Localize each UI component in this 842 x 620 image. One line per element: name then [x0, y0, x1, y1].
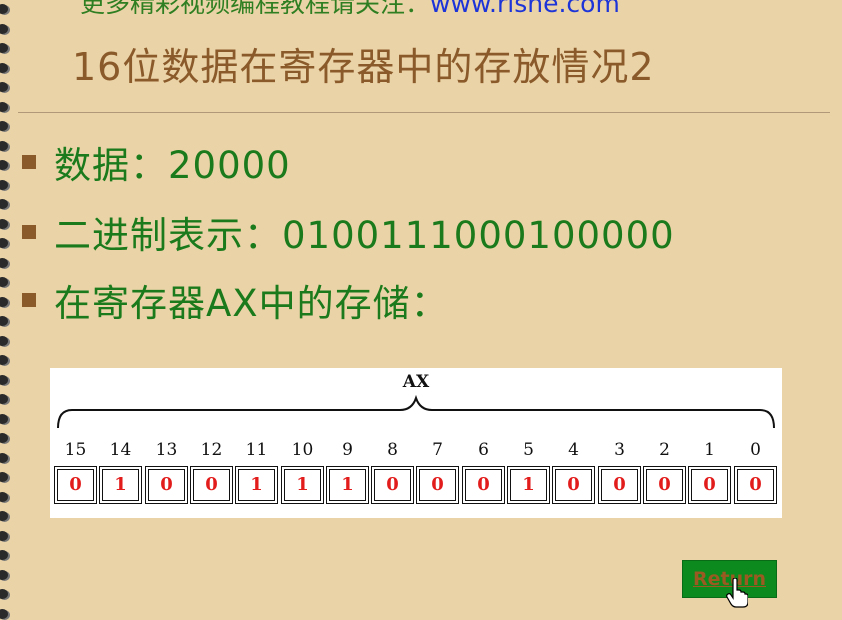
title-divider	[18, 112, 830, 113]
binding-ring	[0, 238, 8, 248]
binding-ring	[0, 570, 8, 580]
banner-text: 更多精彩视频编程教程请关注：	[80, 0, 430, 14]
bit-cell: 0	[145, 466, 188, 504]
bit-index-label: 12	[200, 440, 223, 460]
register-name: AX	[402, 372, 430, 392]
binding-ring	[0, 492, 8, 502]
bullet-item: 在寄存器AX中的存储：	[22, 275, 449, 325]
square-bullet-icon	[22, 293, 36, 307]
binding-ring	[0, 141, 8, 151]
bit-cell: 1	[507, 466, 550, 504]
binding-ring	[0, 277, 8, 287]
bit-index-label: 0	[750, 440, 761, 460]
binding-ring	[0, 472, 8, 482]
bit-cell: 0	[734, 466, 777, 504]
bit-index-label: 5	[523, 440, 534, 460]
bit-index-label: 7	[432, 440, 443, 460]
binding-ring	[0, 336, 8, 346]
binding-ring	[0, 531, 8, 541]
bit-index-label: 9	[342, 440, 353, 460]
bit-index-label: 15	[64, 440, 87, 460]
bullet-text: 二进制表示：0100111000100000	[54, 214, 675, 257]
bullet-text: 数据：20000	[54, 144, 291, 187]
square-bullet-icon	[22, 225, 36, 239]
binding-ring	[0, 550, 8, 560]
spiral-binding	[0, 0, 14, 620]
bit-cell: 0	[54, 466, 97, 504]
banner-url[interactable]: www.rishe.com	[430, 0, 620, 14]
bullet-text: 在寄存器AX中的存储：	[54, 282, 449, 325]
bit-cell: 1	[235, 466, 278, 504]
bit-index-label: 2	[659, 440, 670, 460]
bit-cell: 0	[416, 466, 459, 504]
bit-index-label: 14	[109, 440, 132, 460]
bit-index-label: 11	[245, 440, 268, 460]
binding-ring	[0, 297, 8, 307]
binding-ring	[0, 43, 8, 53]
binding-ring	[0, 199, 8, 209]
hand-pointer-icon	[726, 578, 748, 608]
binding-ring	[0, 394, 8, 404]
slide-title: 16位数据在寄存器中的存放情况2	[72, 45, 655, 89]
bullet-item: 数据：20000	[22, 137, 291, 187]
binding-ring	[0, 453, 8, 463]
bit-cell: 1	[99, 466, 142, 504]
bit-index-label: 10	[291, 440, 314, 460]
binding-ring	[0, 589, 8, 599]
binding-ring	[0, 258, 8, 268]
binding-ring	[0, 433, 8, 443]
binding-ring	[0, 82, 8, 92]
bullet-item: 二进制表示：0100111000100000	[22, 207, 675, 257]
bit-index-label: 4	[568, 440, 579, 460]
bit-cell: 0	[552, 466, 595, 504]
binding-ring	[0, 121, 8, 131]
bit-cell: 0	[643, 466, 686, 504]
binding-ring	[0, 355, 8, 365]
binding-ring	[0, 375, 8, 385]
bit-cell: 0	[688, 466, 731, 504]
bit-cell: 1	[281, 466, 324, 504]
binding-ring	[0, 63, 8, 73]
binding-ring	[0, 180, 8, 190]
binding-ring	[0, 511, 8, 521]
bit-index-label: 3	[614, 440, 625, 460]
return-button[interactable]: Return	[682, 560, 777, 598]
bit-index-label: 8	[387, 440, 398, 460]
bit-cell: 1	[326, 466, 369, 504]
binding-ring	[0, 102, 8, 112]
binding-ring	[0, 24, 8, 34]
binding-ring	[0, 219, 8, 229]
binding-ring	[0, 160, 8, 170]
binding-ring	[0, 609, 8, 619]
binding-ring	[0, 316, 8, 326]
bit-index-label: 13	[155, 440, 178, 460]
bit-index-label: 1	[704, 440, 715, 460]
binding-ring	[0, 4, 8, 14]
bit-cell: 0	[462, 466, 505, 504]
bit-index-label: 6	[478, 440, 489, 460]
curly-brace-icon	[57, 394, 775, 429]
binding-ring	[0, 414, 8, 424]
bit-cell: 0	[598, 466, 641, 504]
square-bullet-icon	[22, 155, 36, 169]
bit-cell: 0	[371, 466, 414, 504]
bit-cell: 0	[190, 466, 233, 504]
top-banner: 更多精彩视频编程教程请关注：www.rishe.com	[80, 0, 780, 14]
